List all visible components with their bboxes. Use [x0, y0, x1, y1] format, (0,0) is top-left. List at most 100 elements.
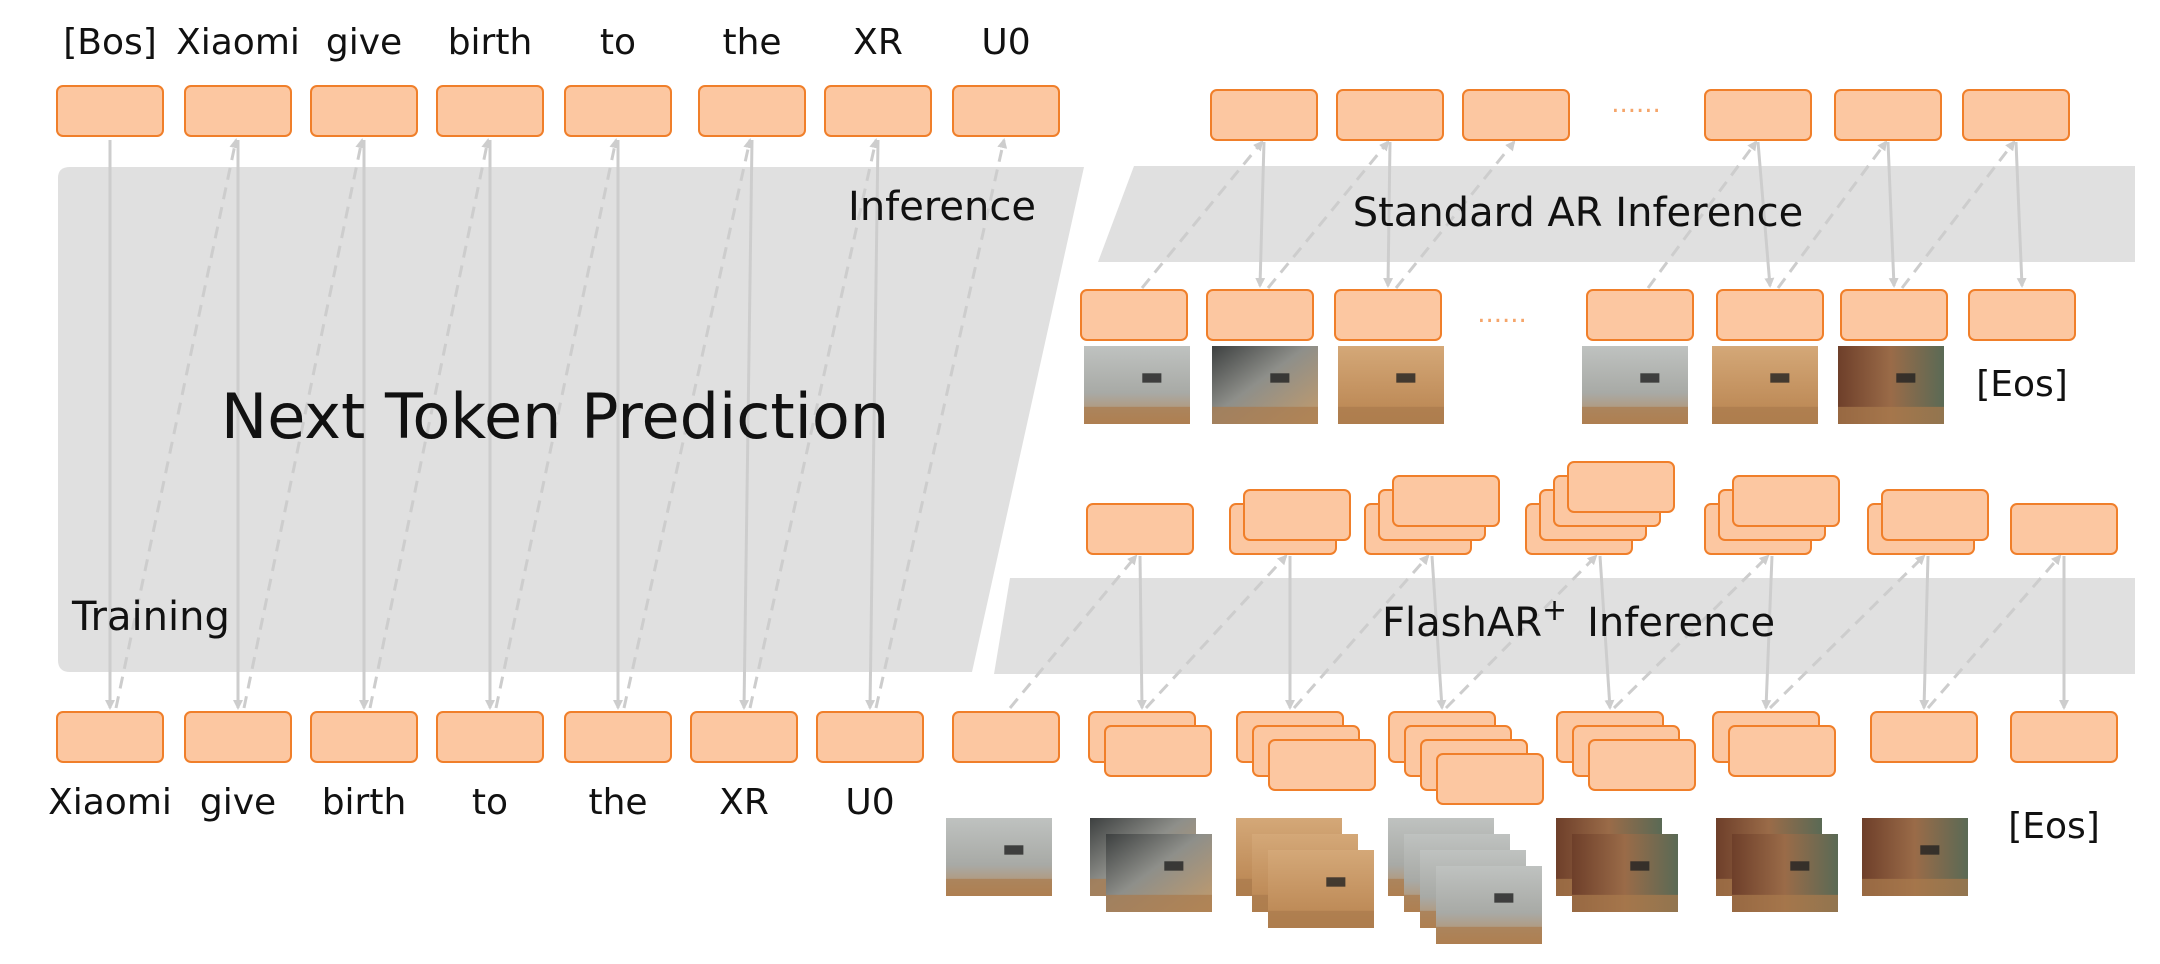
top-word-3: birth: [448, 22, 533, 63]
bottom-word-2: birth: [322, 782, 407, 823]
flashar-solid-arrow-2: [1430, 555, 1447, 710]
flashar-frame-5-1: [1732, 834, 1838, 912]
standard-ar-bottom-token-4: [1716, 289, 1824, 341]
flashar-bottom-token-0-0: [952, 711, 1060, 763]
standard-ar-solid-arrow-1: [1383, 141, 1394, 288]
standard-ar-bottom-token-1: [1206, 289, 1314, 341]
standard-ar-frame-1: [1212, 346, 1318, 424]
bottom-word-5: XR: [719, 782, 769, 823]
flashar-name: FlashAR: [1382, 600, 1542, 646]
bottom-word-0: Xiaomi: [48, 782, 172, 823]
standard-ar-bottom-token-5: [1840, 289, 1948, 341]
top-token-5: [698, 85, 806, 137]
inference-arrow-3: [494, 138, 620, 709]
standard-ar-frame-0: [1084, 346, 1190, 424]
top-word-4: to: [600, 22, 636, 63]
next-token-prediction-panel: [58, 167, 1084, 672]
flashar-dashed-arrow-4: [1612, 554, 1770, 710]
standard-ar-dashed-arrow-1: [1266, 140, 1390, 289]
main-title: Next Token Prediction: [221, 380, 889, 453]
standard-ar-frame-4: [1712, 346, 1818, 424]
top-token-1: [184, 85, 292, 137]
standard-ar-bottom-token-2: [1334, 289, 1442, 341]
flashar-solid-arrow-5: [1919, 555, 1930, 710]
token-layer: [56, 85, 2118, 805]
standard-ar-frame-5: [1838, 346, 1944, 424]
inference-label: Inference: [848, 184, 1036, 230]
flashar-frame-6-0: [1862, 818, 1968, 896]
top-token-4: [564, 85, 672, 137]
standard-ar-top-token-2: [1462, 89, 1570, 141]
flashar-top-token-5-1: [1881, 489, 1989, 541]
standard-ar-solid-arrow-2: [1756, 141, 1775, 288]
top-token-6: [824, 85, 932, 137]
flashar-top-token-0-0: [1086, 503, 1194, 555]
inference-arrow-5: [748, 138, 880, 709]
eos-flash-label: [Eos]: [2008, 806, 2100, 847]
flashar-top-token-4-2: [1732, 475, 1840, 527]
top-word-6: XR: [853, 22, 903, 63]
eos-standard-label: [Eos]: [1976, 364, 2068, 405]
flashar-frame-4-1: [1572, 834, 1678, 912]
bottom-token-3: [436, 711, 544, 763]
top-word-0: [Bos]: [63, 22, 157, 63]
bottom-word-3: to: [472, 782, 508, 823]
flashar-top-token-3-3: [1567, 461, 1675, 513]
flashar-dashed-arrow-1: [1144, 554, 1288, 710]
standard-ar-dashed-arrow-4: [1776, 140, 1888, 289]
flashar-rest: Inference: [1587, 600, 1775, 646]
training-label: Training: [71, 594, 230, 640]
training-arrow-5: [739, 139, 754, 710]
flashar-bottom-token-5-1: [1728, 725, 1836, 777]
ellipsis-middle: ......: [1477, 299, 1527, 329]
standard-ar-bottom-token-0: [1080, 289, 1188, 341]
inference-arrow-6: [874, 138, 1008, 709]
standard-ar-frame-3: [1582, 346, 1688, 424]
top-token-2: [310, 85, 418, 137]
inference-arrow-1: [242, 138, 366, 709]
standard-ar-bottom-token-3: [1586, 289, 1694, 341]
flashar-frame-3-3: [1436, 866, 1542, 944]
standard-ar-top-token-1: [1336, 89, 1444, 141]
standard-ar-top-token-4: [1834, 89, 1942, 141]
standard-ar-bottom-token-6: [1968, 289, 2076, 341]
flashar-dashed-arrow-5: [1768, 554, 1926, 710]
flashar-frame-1-1: [1106, 834, 1212, 912]
flashar-top-token-2-2: [1392, 475, 1500, 527]
bottom-token-0: [56, 711, 164, 763]
flashar-bottom-token-4-2: [1588, 739, 1696, 791]
top-token-0: [56, 85, 164, 137]
bottom-token-2: [310, 711, 418, 763]
flashar-dashed-arrow-0: [1008, 554, 1138, 709]
flashar-solid-arrow-0: [1136, 555, 1147, 710]
bottom-token-6: [816, 711, 924, 763]
flashar-bottom-token-1-1: [1104, 725, 1212, 777]
bottom-token-4: [564, 711, 672, 763]
flashar-top-token-1-1: [1243, 489, 1351, 541]
flashar-bottom-token-2-2: [1268, 739, 1376, 791]
standard-ar-top-token-5: [1962, 89, 2070, 141]
standard-ar-solid-arrow-4: [2014, 141, 2027, 288]
bottom-token-1: [184, 711, 292, 763]
standard-ar-dashed-arrow-2: [1394, 140, 1516, 289]
bottom-token-5: [690, 711, 798, 763]
flashar-dashed-arrow-3: [1444, 554, 1598, 710]
bottom-word-6: U0: [845, 782, 894, 823]
standard-ar-top-token-0: [1210, 89, 1318, 141]
flashar-solid-arrow-4: [1761, 555, 1774, 710]
top-token-3: [436, 85, 544, 137]
ellipsis-top: ......: [1611, 89, 1661, 119]
bottom-word-1: give: [200, 782, 276, 823]
standard-ar-top-token-3: [1704, 89, 1812, 141]
bottom-word-4: the: [588, 782, 647, 823]
flashar-frame-0-0: [946, 818, 1052, 896]
standard-ar-panel: [1098, 166, 2135, 262]
top-token-7: [952, 85, 1060, 137]
top-word-7: U0: [981, 22, 1030, 63]
flashar-top-token-6-0: [2010, 503, 2118, 555]
inference-arrow-0: [114, 138, 240, 709]
flashar-superscript: +: [1542, 593, 1567, 628]
standard-ar-dashed-arrow-5: [1900, 140, 2016, 289]
